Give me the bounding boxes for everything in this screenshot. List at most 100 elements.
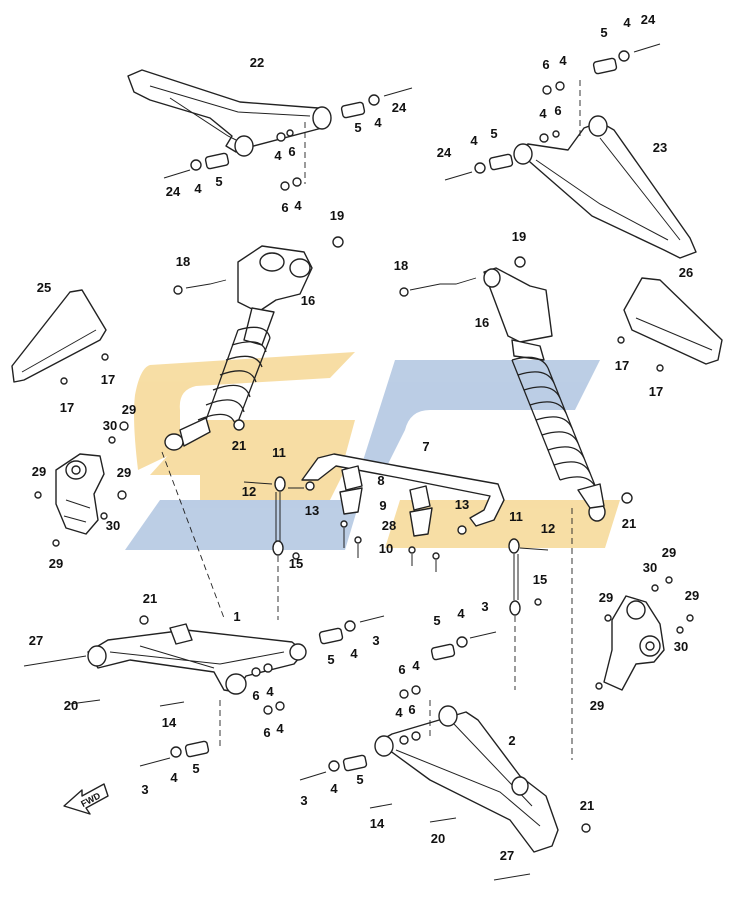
mud-guard-right[interactable]	[617, 277, 723, 372]
callout-30: 30	[643, 560, 657, 575]
callout-29: 29	[662, 545, 676, 560]
callout-5: 5	[327, 652, 334, 667]
callout-24: 24	[166, 184, 181, 199]
callout-4: 4	[395, 705, 403, 720]
callout-18: 18	[176, 254, 190, 269]
callout-4: 4	[412, 658, 420, 673]
callout-12: 12	[242, 484, 256, 499]
callout-29: 29	[117, 465, 131, 480]
callout-5: 5	[433, 613, 440, 628]
callout-17: 17	[649, 384, 663, 399]
callout-10: 10	[379, 541, 393, 556]
callout-13: 13	[305, 503, 319, 518]
watermark-gold-right	[385, 500, 620, 548]
callout-8: 8	[377, 473, 384, 488]
callout-21: 21	[232, 438, 246, 453]
callout-3: 3	[481, 599, 488, 614]
callout-30: 30	[106, 518, 120, 533]
callout-15: 15	[289, 556, 303, 571]
callout-6: 6	[408, 702, 415, 717]
callout-21: 21	[580, 798, 594, 813]
callout-5: 5	[215, 174, 222, 189]
upper-a-arm-left[interactable]	[127, 69, 413, 191]
callout-23: 23	[653, 140, 667, 155]
lower-a-arm-right[interactable]	[299, 631, 591, 881]
stabilizer-bar[interactable]	[301, 453, 505, 572]
callout-19: 19	[330, 208, 344, 223]
callout-19: 19	[512, 229, 526, 244]
watermark-blue-left	[125, 500, 360, 550]
callout-21: 21	[143, 591, 157, 606]
callout-29: 29	[685, 588, 699, 603]
steering-knuckle-left[interactable]	[34, 421, 129, 547]
upper-a-arm-right[interactable]	[444, 43, 697, 259]
callout-5: 5	[354, 120, 361, 135]
stabilizer-link-right[interactable]	[457, 525, 549, 690]
fwd-arrow-icon: FWD	[63, 783, 109, 815]
callout-18: 18	[394, 258, 408, 273]
callout-24: 24	[392, 100, 407, 115]
callout-3: 3	[300, 793, 307, 808]
stabilizer-link-left[interactable]	[243, 476, 315, 620]
callout-16: 16	[301, 293, 315, 308]
callout-4: 4	[559, 53, 567, 68]
callout-15: 15	[533, 572, 547, 587]
callout-4: 4	[539, 106, 547, 121]
callout-29: 29	[122, 402, 136, 417]
callout-24: 24	[641, 12, 656, 27]
callout-4: 4	[274, 148, 282, 163]
callout-4: 4	[276, 721, 284, 736]
callout-4: 4	[457, 606, 465, 621]
callout-14: 14	[162, 715, 177, 730]
watermark-blue-middle	[360, 360, 600, 470]
callout-20: 20	[431, 831, 445, 846]
callout-29: 29	[32, 464, 46, 479]
callout-21: 21	[622, 516, 636, 531]
callout-28: 28	[382, 518, 396, 533]
callout-3: 3	[372, 633, 379, 648]
shock-absorber-left[interactable]	[161, 236, 344, 619]
callout-11: 11	[272, 445, 286, 460]
callout-4: 4	[623, 15, 631, 30]
steering-knuckle-right[interactable]	[595, 576, 694, 691]
callout-6: 6	[542, 57, 549, 72]
callout-29: 29	[599, 590, 613, 605]
mud-guard-left[interactable]	[11, 289, 109, 385]
callout-27: 27	[500, 848, 514, 863]
callout-29: 29	[590, 698, 604, 713]
callout-26: 26	[679, 265, 693, 280]
callout-6: 6	[398, 662, 405, 677]
callout-13: 13	[455, 497, 469, 512]
callout-5: 5	[490, 126, 497, 141]
callout-30: 30	[103, 418, 117, 433]
callout-3: 3	[141, 782, 148, 797]
lower-a-arm-left[interactable]	[23, 615, 385, 767]
callout-7: 7	[422, 439, 429, 454]
callout-17: 17	[60, 400, 74, 415]
shock-absorber-right[interactable]	[399, 256, 633, 760]
callout-6: 6	[263, 725, 270, 740]
callout-4: 4	[170, 770, 178, 785]
callout-11: 11	[509, 509, 523, 524]
callout-5: 5	[192, 761, 199, 776]
callout-4: 4	[330, 781, 338, 796]
callout-4: 4	[194, 181, 202, 196]
callout-25: 25	[37, 280, 51, 295]
callout-6: 6	[281, 200, 288, 215]
callout-29: 29	[49, 556, 63, 571]
callout-4: 4	[470, 133, 478, 148]
callout-1: 1	[233, 609, 240, 624]
callout-9: 9	[379, 498, 386, 513]
callout-6: 6	[288, 144, 295, 159]
callout-4: 4	[374, 115, 382, 130]
callout-27: 27	[29, 633, 43, 648]
callout-6: 6	[554, 103, 561, 118]
callout-22: 22	[250, 55, 264, 70]
callout-12: 12	[541, 521, 555, 536]
callout-5: 5	[356, 772, 363, 787]
callout-16: 16	[475, 315, 489, 330]
callout-17: 17	[101, 372, 115, 387]
callout-30: 30	[674, 639, 688, 654]
